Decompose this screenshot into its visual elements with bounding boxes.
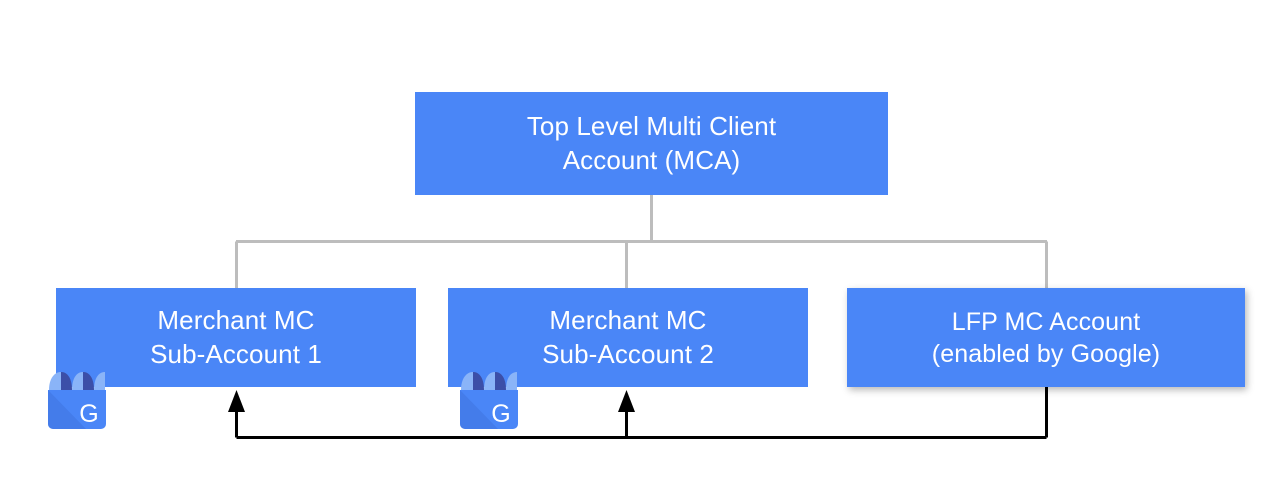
node-lfp-mc-account-label: LFP MC Account (enabled by Google) (922, 306, 1170, 370)
google-g-letter: G (79, 400, 98, 428)
google-my-business-icon: G (460, 372, 518, 429)
node-merchant-sub-account-1-line1: Merchant MC (157, 305, 315, 336)
google-my-business-icon: G (48, 372, 106, 429)
node-lfp-mc-account-line2: (enabled by Google) (931, 339, 1161, 368)
node-lfp-mc-account[interactable]: LFP MC Account (enabled by Google) (847, 288, 1245, 387)
node-merchant-sub-account-2-line2: Sub-Account 2 (542, 338, 714, 369)
node-lfp-mc-account-line1: LFP MC Account (951, 307, 1141, 336)
arrowhead-sub2-icon (618, 390, 635, 412)
google-g-letter: G (491, 400, 510, 428)
node-merchant-sub-account-2-line1: Merchant MC (549, 305, 707, 336)
node-merchant-sub-account-1-line2: Sub-Account 1 (150, 338, 322, 369)
node-top-level-mca-line2: Account (MCA) (562, 144, 741, 175)
arrowhead-sub1-icon (228, 390, 245, 412)
node-top-level-mca-line1: Top Level Multi Client (526, 111, 777, 142)
